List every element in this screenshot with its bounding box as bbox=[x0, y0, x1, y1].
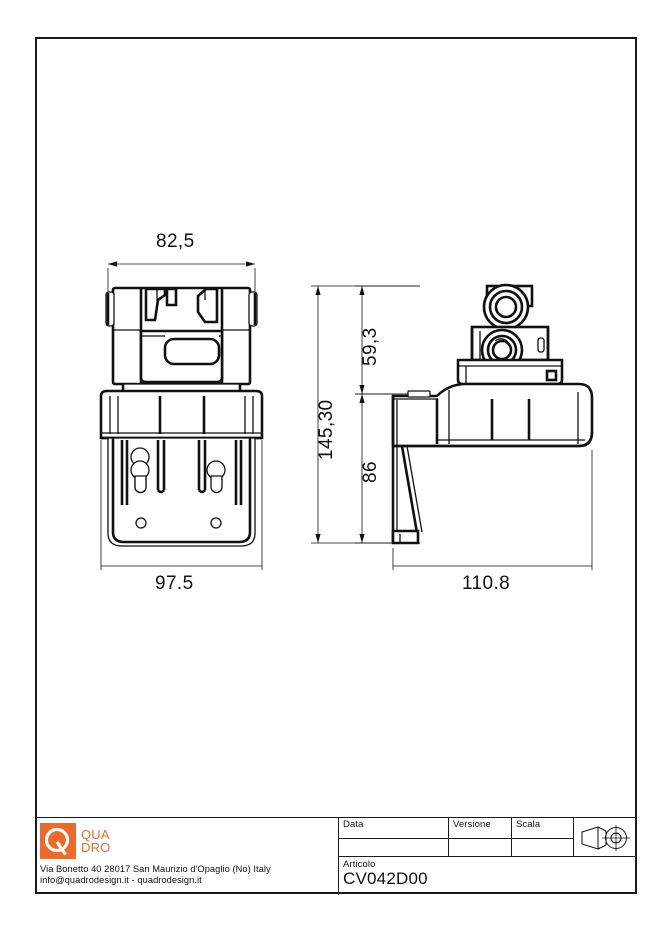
field-versione-header: Versione bbox=[449, 818, 512, 839]
field-data-value[interactable] bbox=[339, 839, 449, 857]
dimension-side-depth: 110.8 bbox=[462, 573, 511, 594]
quadro-q-icon bbox=[40, 823, 76, 859]
title-block: QUA DRO Via Bonetto 40 28017 San Maurizi… bbox=[35, 817, 637, 895]
dimension-side-total-height: 145,30 bbox=[316, 399, 337, 460]
projection-symbol-cell bbox=[574, 818, 637, 857]
logo-line-1: QUA bbox=[81, 827, 110, 842]
first-angle-projection-icon bbox=[581, 825, 630, 851]
field-versione-label: Versione bbox=[453, 819, 491, 830]
dimension-front-width-top: 82,5 bbox=[156, 231, 195, 252]
dimension-front-width-bottom: 97.5 bbox=[155, 573, 194, 594]
company-logo-text: QUA DRO bbox=[81, 828, 111, 854]
dimension-side-lower-height: 86 bbox=[360, 461, 381, 483]
title-block-fields-panel: Data Versione Scala bbox=[339, 818, 637, 895]
company-address: Via Bonetto 40 28017 San Maurizio d'Opag… bbox=[40, 864, 271, 885]
drawing-frame-border bbox=[35, 37, 637, 894]
field-scala-header: Scala bbox=[512, 818, 574, 839]
field-scala-value[interactable] bbox=[512, 839, 574, 857]
company-logo: QUA DRO bbox=[40, 823, 111, 859]
field-data-label: Data bbox=[343, 819, 364, 830]
field-data-header: Data bbox=[339, 818, 449, 839]
dimension-side-upper-height: 59,3 bbox=[360, 327, 381, 366]
field-articolo: Articolo CV042D00 bbox=[339, 857, 637, 895]
field-scala-label: Scala bbox=[516, 819, 541, 830]
field-versione-value[interactable] bbox=[449, 839, 512, 857]
field-articolo-label: Articolo bbox=[343, 859, 376, 870]
logo-line-2: DRO bbox=[81, 840, 111, 855]
title-block-company-panel: QUA DRO Via Bonetto 40 28017 San Maurizi… bbox=[35, 818, 339, 895]
field-articolo-value: CV042D00 bbox=[343, 869, 428, 888]
